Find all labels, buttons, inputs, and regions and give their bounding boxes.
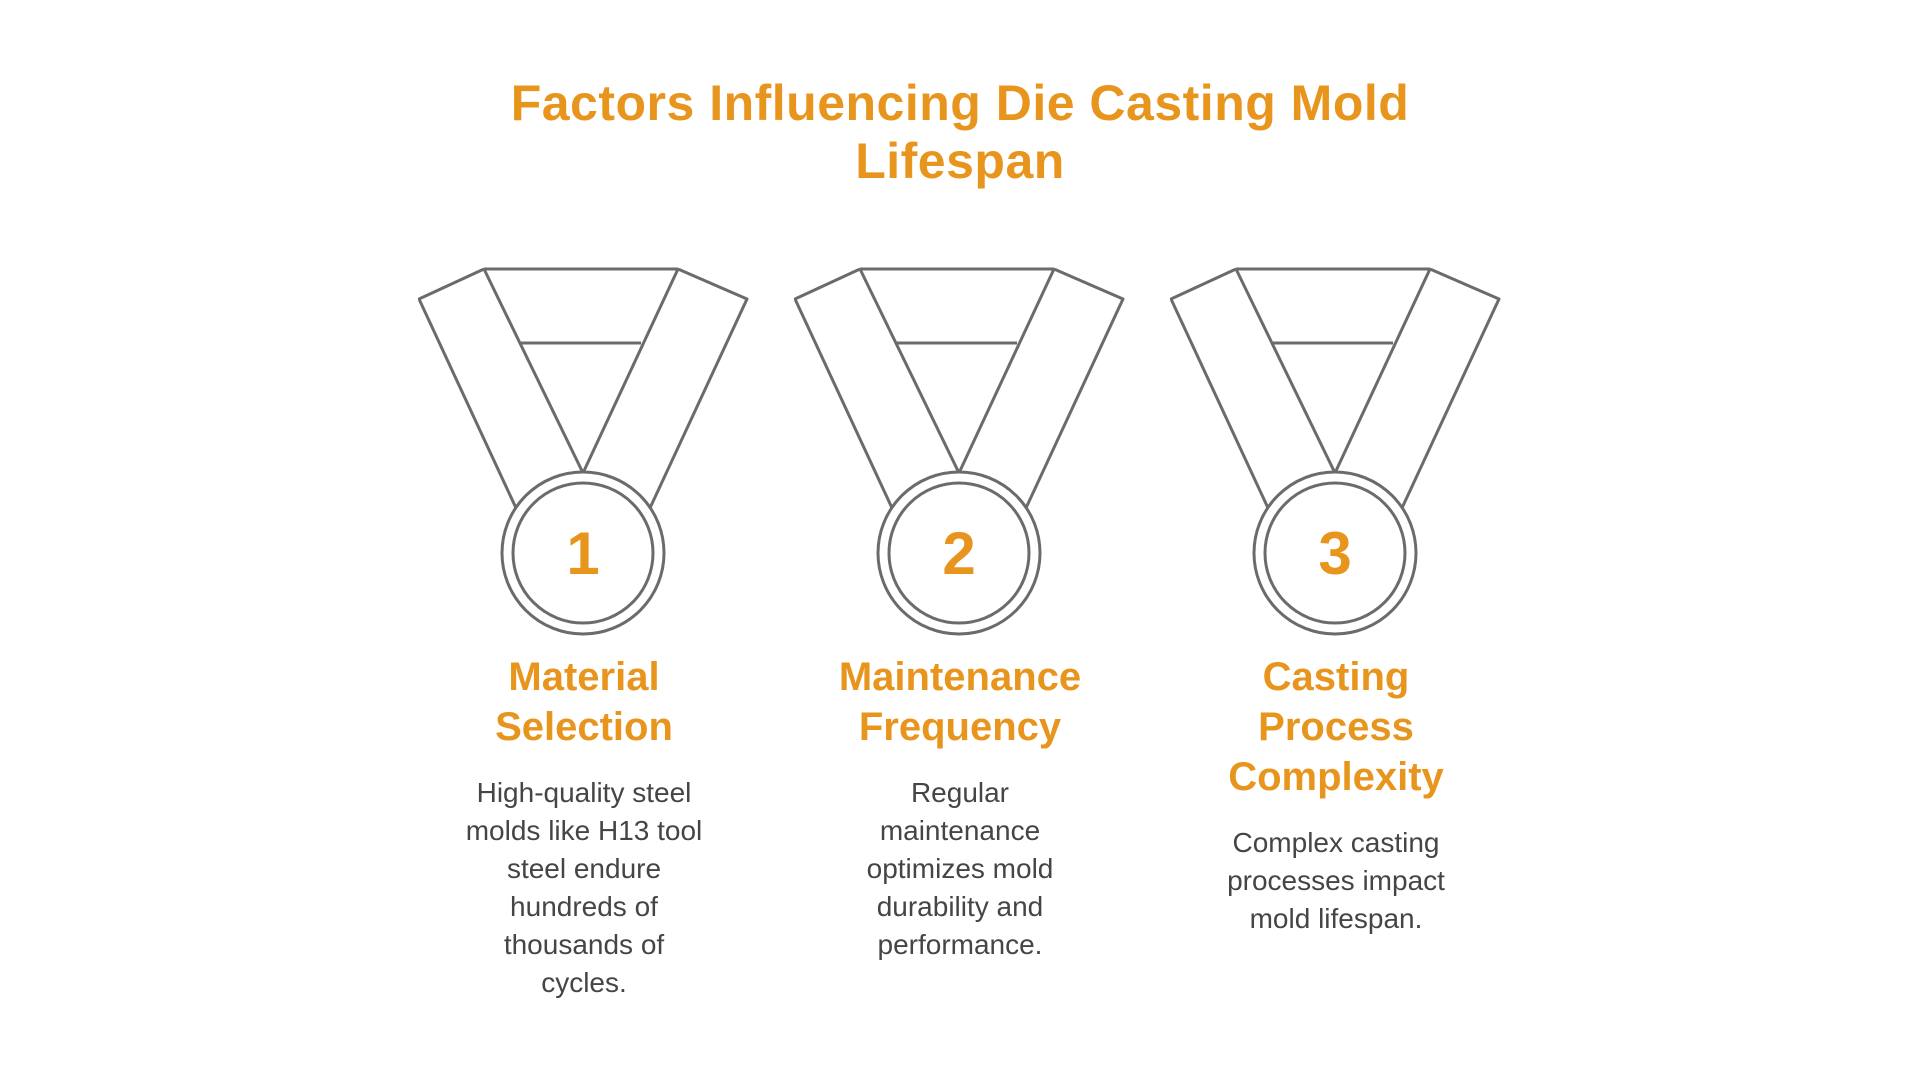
medal-circle — [1252, 470, 1418, 636]
factor-column-2: 2 Maintenance Frequency Regular maintena… — [772, 264, 1148, 1002]
ribbon-outline — [1170, 267, 1501, 509]
medal-circle-inner-ring — [511, 481, 655, 625]
ribbon-outline — [794, 267, 1125, 509]
medal-circle — [500, 470, 666, 636]
factors-row: 1 Material Selection High-quality steel … — [0, 264, 1920, 1002]
factor-column-1: 1 Material Selection High-quality steel … — [396, 264, 772, 1002]
factor-description: Complex casting processes impact mold li… — [1227, 827, 1445, 934]
factor-title: Material Selection — [495, 655, 673, 749]
medal-ribbon-icon: 3 — [1170, 267, 1501, 636]
factor-column-3: 3 Casting Process Complexity Complex cas… — [1148, 264, 1524, 1002]
medal-circle-inner-ring — [1263, 481, 1407, 625]
medal-circle — [876, 470, 1042, 636]
medal-ribbon-icon: 2 — [794, 267, 1125, 636]
factor-description: High-quality steel molds like H13 tool s… — [465, 777, 703, 998]
medal-ribbon-icon: 1 — [418, 267, 749, 636]
medal-circle-inner-ring — [887, 481, 1031, 625]
medal-number: 2 — [942, 520, 975, 587]
factor-title: Maintenance Frequency — [838, 655, 1082, 749]
factor-description: Regular maintenance optimizes mold durab… — [866, 777, 1054, 960]
infographic-canvas: Factors Influencing Die Casting Mold Lif… — [0, 74, 1920, 1080]
ribbon-outline — [418, 267, 749, 509]
factor-title: Casting Process Complexity — [1228, 655, 1444, 799]
medal-number: 3 — [1318, 520, 1351, 587]
page-title: Factors Influencing Die Casting Mold Lif… — [510, 75, 1410, 189]
medal-number: 1 — [566, 520, 599, 587]
